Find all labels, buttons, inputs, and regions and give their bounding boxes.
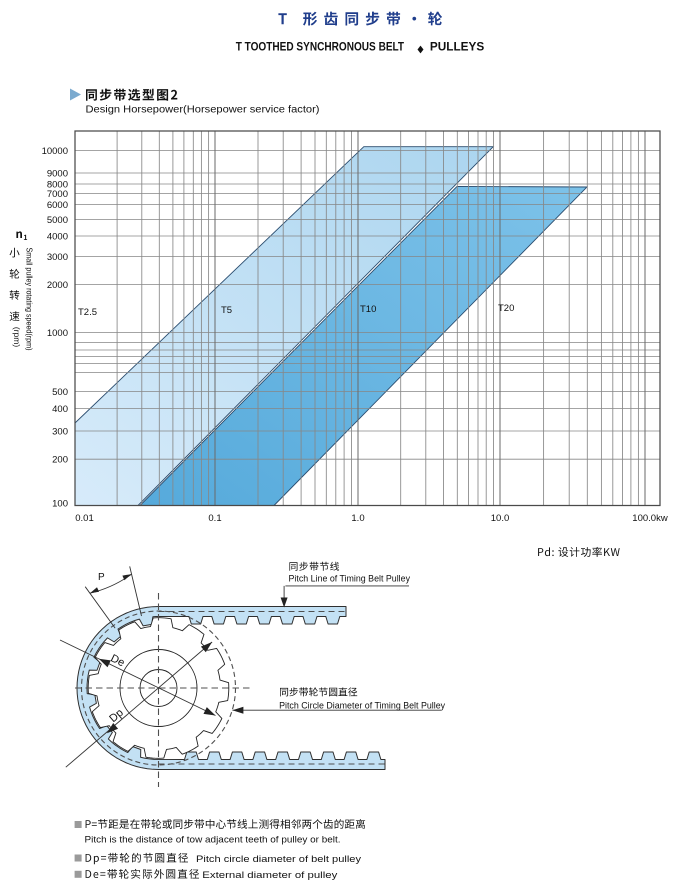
svg-text:400: 400 bbox=[52, 404, 68, 415]
svg-text:7000: 7000 bbox=[47, 189, 68, 200]
svg-text:500: 500 bbox=[52, 387, 68, 398]
svg-text:4000: 4000 bbox=[47, 231, 68, 242]
svg-text:200: 200 bbox=[52, 455, 68, 466]
svg-text:P: P bbox=[98, 572, 105, 583]
svg-text:1.0: 1.0 bbox=[351, 513, 364, 524]
svg-text:6000: 6000 bbox=[47, 200, 68, 211]
svg-text:8000: 8000 bbox=[47, 179, 68, 190]
svg-text:0.01: 0.01 bbox=[75, 513, 94, 524]
svg-text:Small pulley rotating speed(rp: Small pulley rotating speed(rpm) bbox=[25, 248, 34, 351]
svg-text:T5: T5 bbox=[221, 305, 232, 316]
svg-text:3000: 3000 bbox=[47, 252, 68, 263]
svg-text:0.1: 0.1 bbox=[208, 513, 221, 524]
svg-text:10.0: 10.0 bbox=[491, 513, 510, 524]
svg-text:T10: T10 bbox=[360, 304, 376, 315]
svg-text:100: 100 bbox=[52, 498, 68, 509]
svg-text:T20: T20 bbox=[498, 303, 514, 314]
svg-text:PULLEYS: PULLEYS bbox=[430, 40, 484, 54]
svg-text:De: De bbox=[109, 652, 127, 669]
svg-text:10000: 10000 bbox=[42, 146, 68, 157]
svg-text:(rpm): (rpm) bbox=[12, 327, 22, 347]
svg-text:1000: 1000 bbox=[47, 328, 68, 339]
svg-text:External diameter of pulley: External diameter of pulley bbox=[202, 870, 337, 881]
svg-text:T TOOTHED SYNCHRONOUS BELT: T TOOTHED SYNCHRONOUS BELT bbox=[236, 40, 405, 54]
svg-text:5000: 5000 bbox=[47, 215, 68, 226]
svg-text:2000: 2000 bbox=[47, 280, 68, 291]
svg-text:Pitch Line of Timing Belt Pull: Pitch Line of Timing Belt Pulley bbox=[289, 574, 411, 584]
svg-text:Pitch is the distance of tow a: Pitch is the distance of tow adjacent te… bbox=[85, 835, 341, 846]
svg-text:300: 300 bbox=[52, 426, 68, 437]
svg-text:Pitch Circle Diameter of Timin: Pitch Circle Diameter of Timing Belt Pul… bbox=[279, 701, 445, 711]
svg-text:Pitch circle diameter of belt: Pitch circle diameter of belt pulley bbox=[196, 854, 361, 865]
svg-text:100.0kw: 100.0kw bbox=[632, 513, 668, 524]
svg-text:Design Horsepower(Horsepower s: Design Horsepower(Horsepower service fac… bbox=[86, 105, 320, 116]
svg-text:9000: 9000 bbox=[47, 168, 68, 179]
svg-text:T2.5: T2.5 bbox=[78, 307, 97, 318]
